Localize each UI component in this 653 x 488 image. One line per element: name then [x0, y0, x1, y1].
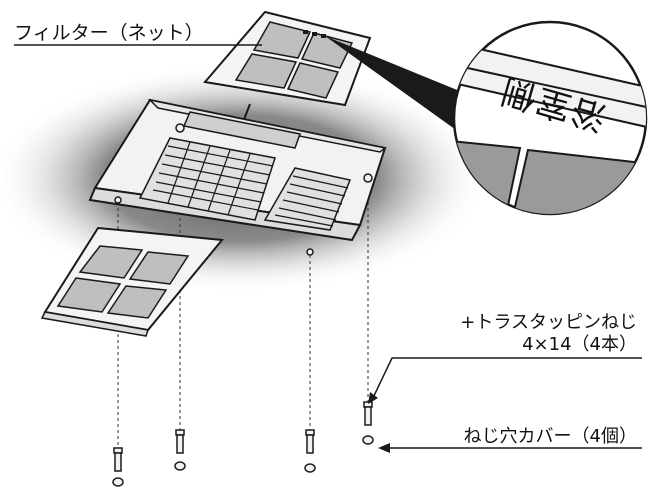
vent-unit: [88, 98, 387, 256]
filter-top: [203, 10, 372, 107]
screw-label-line2: 4×14（4本）: [522, 334, 637, 355]
cover-arrowhead: [378, 443, 390, 453]
screw-label-line1: +トラスタッピンねじ: [460, 312, 637, 333]
screw-icon: [174, 429, 186, 471]
screw-icon: [362, 401, 374, 445]
screw-arrowhead: [368, 392, 378, 404]
filter-label: フィルター（ネット）: [14, 22, 204, 44]
screw-label: +トラスタッピンねじ 4×14（4本）: [460, 312, 637, 356]
zoom-leader: [325, 36, 470, 140]
screw-set: [112, 401, 374, 487]
screw-icon: [112, 447, 124, 487]
label-leaders: [14, 44, 642, 449]
filter-bottom: [40, 226, 224, 337]
cover-label: ねじ穴カバー（4個）: [463, 426, 637, 447]
screw-icon: [304, 429, 316, 473]
